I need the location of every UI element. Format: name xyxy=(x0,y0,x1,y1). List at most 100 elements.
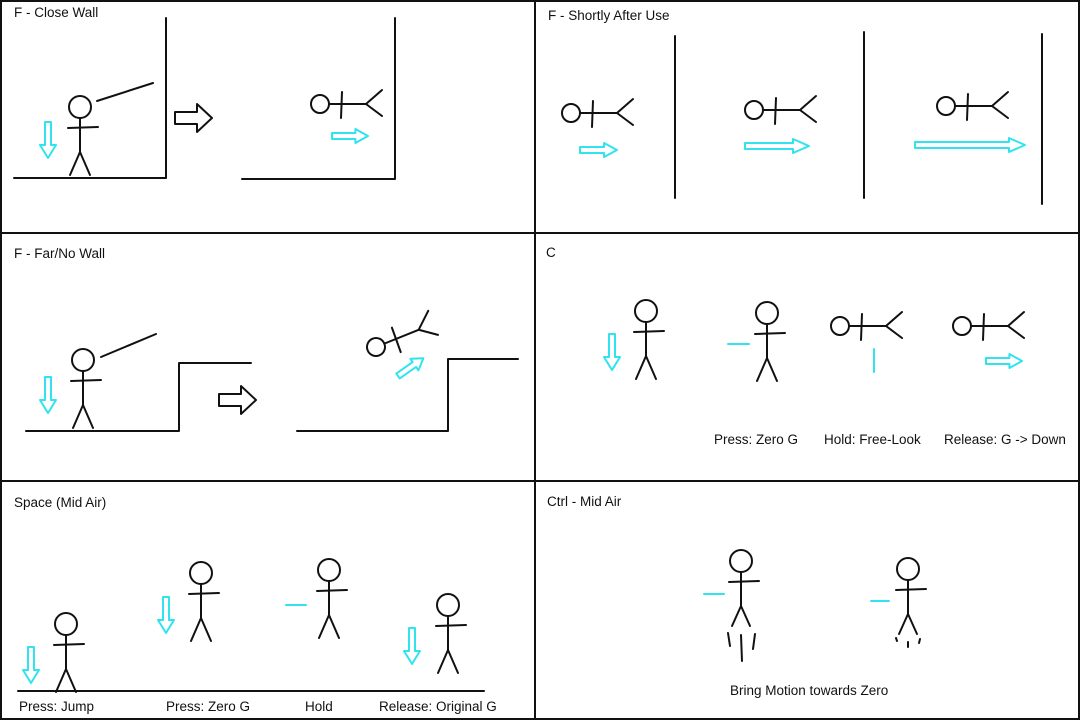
motion-line xyxy=(727,632,731,647)
stick-figure-arms xyxy=(67,126,99,129)
stick-figure-head xyxy=(936,96,956,116)
caption-space-press-zero-g: Press: Zero G xyxy=(166,699,251,714)
stick-figure-flying xyxy=(936,91,1009,121)
stick-figure-head xyxy=(634,299,658,323)
panel-title-f-shortly-after-use: F - Shortly After Use xyxy=(548,8,670,23)
stick-figure-head xyxy=(896,557,920,581)
stick-figure-release xyxy=(435,593,467,674)
stick-figure-legs xyxy=(417,309,439,336)
aim-line xyxy=(100,333,157,358)
stick-figure-standing xyxy=(67,95,99,176)
stick-figure-legs xyxy=(898,613,918,635)
stick-figure-body xyxy=(383,328,420,345)
stick-figure-legs xyxy=(616,98,634,126)
ground-step xyxy=(25,362,252,432)
stick-figure-mid-air xyxy=(728,549,760,627)
stick-figure-arms xyxy=(591,100,594,128)
stick-figure-free-look xyxy=(830,311,903,341)
caption-space-hold: Hold xyxy=(305,699,333,714)
cyan-right-arrow-icon xyxy=(331,128,369,144)
cyan-down-arrow-icon xyxy=(22,646,40,684)
stick-figure-arms xyxy=(188,592,220,595)
stick-figure-arms xyxy=(53,643,85,646)
stick-figure-arms xyxy=(754,332,786,335)
caption-ctrl-bring-motion: Bring Motion towards Zero xyxy=(730,683,889,698)
cyan-right-arrow-icon xyxy=(744,138,810,154)
stick-figure-hold xyxy=(316,558,348,639)
stick-figure-head xyxy=(71,348,95,372)
caption-c-press: Press: Zero G xyxy=(714,432,799,447)
stick-figure-legs xyxy=(318,614,340,639)
stick-figure-head xyxy=(436,593,460,617)
cyan-down-arrow-icon xyxy=(39,121,57,159)
stick-figure-standing xyxy=(70,348,102,429)
stick-figure-arms xyxy=(435,624,467,627)
panel-title-f-far-no-wall: F - Far/No Wall xyxy=(14,246,105,261)
stick-figure-legs xyxy=(635,355,657,380)
stick-figure-flying xyxy=(310,89,383,119)
stick-figure-legs xyxy=(55,668,77,693)
stick-figure-head xyxy=(561,103,581,123)
ground-step xyxy=(296,358,519,432)
stick-figure-arms xyxy=(70,379,102,382)
stick-figure-head xyxy=(830,316,850,336)
caption-space-release: Release: Original G xyxy=(379,699,497,714)
stick-figure-standing xyxy=(633,299,665,380)
stick-figure-legs xyxy=(799,95,817,123)
caption-c-hold: Hold: Free-Look xyxy=(824,432,921,447)
stick-figure-legs xyxy=(1007,311,1025,339)
stick-figure-slowed xyxy=(895,557,927,635)
stick-figure-standing xyxy=(53,612,85,693)
stick-figure-arms xyxy=(774,97,777,125)
motion-line xyxy=(918,638,921,644)
motion-line xyxy=(740,634,743,662)
panel-title-space-mid-air: Space (Mid Air) xyxy=(14,495,107,510)
cyan-down-arrow-icon xyxy=(603,333,621,371)
stick-figure-legs xyxy=(731,605,751,627)
stick-figure-arms xyxy=(340,91,343,119)
outline-right-arrow-icon xyxy=(218,385,257,415)
cyan-right-arrow-icon xyxy=(985,353,1023,369)
stick-figure-head xyxy=(54,612,78,636)
stick-figure-legs xyxy=(69,151,91,176)
aim-line xyxy=(96,82,154,102)
wall-corner xyxy=(13,17,167,179)
cyan-diagonal-arrow-icon xyxy=(395,357,425,380)
cyan-right-arrow-icon xyxy=(914,137,1026,153)
panel-title-ctrl-mid-air: Ctrl - Mid Air xyxy=(547,494,622,509)
stick-figure-flying xyxy=(561,98,634,128)
cyan-down-arrow-icon xyxy=(157,596,175,634)
stick-figure-arms xyxy=(982,313,985,341)
stick-figure-head xyxy=(68,95,92,119)
stick-figure-flying xyxy=(744,95,817,125)
motion-line xyxy=(895,637,898,642)
stick-figure-head xyxy=(729,549,753,573)
stick-figure-head xyxy=(189,561,213,585)
stick-figure-arms xyxy=(728,580,760,583)
stick-figure-legs xyxy=(991,91,1009,119)
stick-figure-legs xyxy=(756,357,778,382)
panel-title-c: C xyxy=(546,245,556,260)
stick-figure-head xyxy=(310,94,330,114)
stick-figure-head xyxy=(744,100,764,120)
cyan-down-arrow-icon xyxy=(39,376,57,414)
caption-space-press-jump: Press: Jump xyxy=(19,699,95,714)
cyan-down-arrow-icon xyxy=(403,627,421,665)
stick-figure-legs xyxy=(885,311,903,339)
stick-figure-arms xyxy=(966,93,969,121)
stick-figure-legs xyxy=(365,89,383,117)
wall-corner xyxy=(241,17,396,180)
stick-figure-legs xyxy=(437,649,459,674)
stick-figure-legs xyxy=(190,617,212,642)
stick-figure-release xyxy=(952,311,1025,341)
stick-figure-legs xyxy=(72,404,94,429)
stick-figure-arms xyxy=(860,313,863,341)
stick-figure-arms xyxy=(390,326,402,354)
stick-figure-zero-g xyxy=(754,301,786,382)
panel-title-f-close-wall: F - Close Wall xyxy=(14,5,99,20)
stick-figure-flying-angled xyxy=(366,309,439,357)
stick-figure-head xyxy=(952,316,972,336)
